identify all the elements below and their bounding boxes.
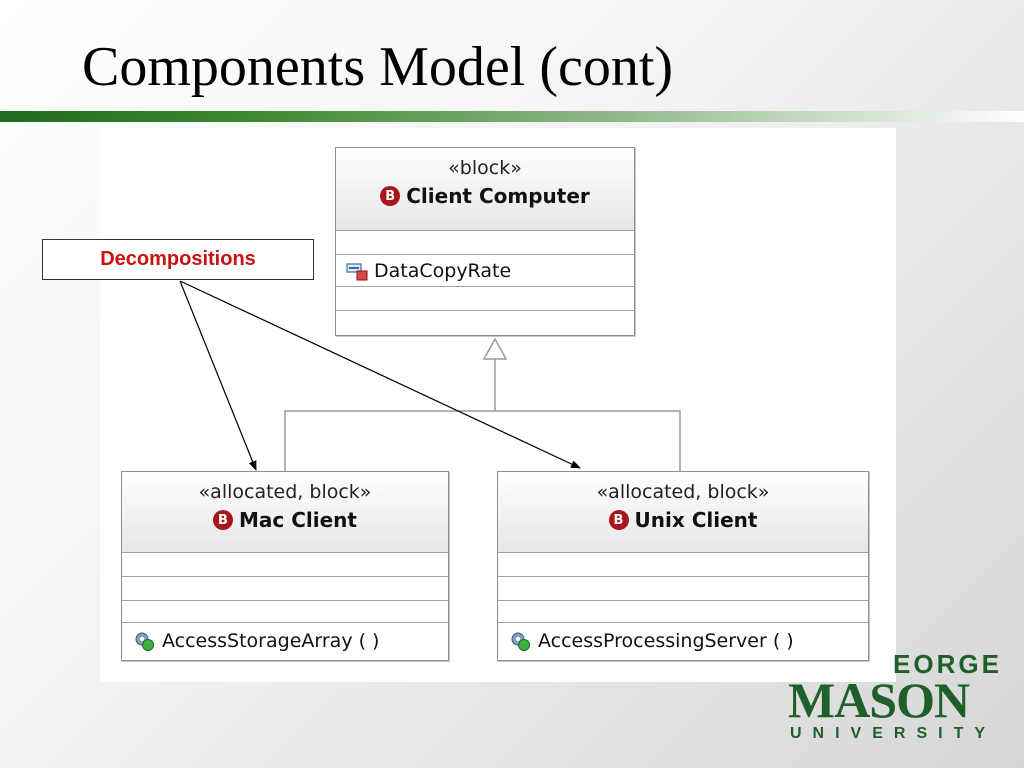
operation-gear-icon	[132, 630, 156, 652]
block-name-row: B Mac Client	[122, 504, 448, 532]
logo-george-text: EORGE	[893, 649, 1002, 679]
block-badge-icon: B	[213, 510, 234, 530]
unix-client-block[interactable]: «allocated, block» B Unix Client AccessP…	[497, 471, 869, 661]
block-compartment	[122, 577, 448, 601]
block-name: Unix Client	[634, 508, 758, 532]
block-badge-icon: B	[380, 186, 401, 206]
block-compartment	[498, 553, 868, 577]
block-stereotype: «block»	[448, 157, 522, 179]
operation-name: AccessProcessingServer ( )	[538, 630, 794, 652]
operation-gear-icon	[508, 630, 532, 652]
block-compartment	[336, 231, 634, 255]
mac-client-block[interactable]: «allocated, block» B Mac Client AccessSt…	[121, 471, 449, 661]
block-compartment	[336, 287, 634, 311]
block-header: «block» B Client Computer	[336, 148, 634, 231]
block-compartment	[498, 577, 868, 601]
block-stereotype: «allocated, block»	[596, 481, 770, 503]
block-compartment	[122, 601, 448, 623]
logo-mason-text: MASON	[788, 672, 970, 728]
client-computer-block[interactable]: «block» B Client Computer DataCopyRate	[335, 147, 635, 336]
block-name: Client Computer	[406, 184, 590, 208]
operation-row[interactable]: AccessStorageArray ( )	[122, 623, 448, 659]
block-name-row: B Unix Client	[498, 504, 868, 532]
operation-name: AccessStorageArray ( )	[162, 630, 380, 652]
slide-title: Components Model (cont)	[82, 36, 674, 98]
callout-label: Decompositions	[100, 248, 256, 270]
property-row[interactable]: DataCopyRate	[336, 255, 634, 287]
block-header: «allocated, block» B Unix Client	[498, 472, 868, 553]
title-rule	[0, 111, 1024, 122]
block-compartment	[122, 553, 448, 577]
property-name: DataCopyRate	[374, 259, 512, 282]
operation-row[interactable]: AccessProcessingServer ( )	[498, 623, 868, 659]
block-header: «allocated, block» B Mac Client	[122, 472, 448, 553]
logo-university-text: UNIVERSITY	[790, 725, 997, 742]
value-property-icon	[346, 261, 368, 281]
block-compartment	[336, 311, 634, 334]
block-name: Mac Client	[239, 508, 357, 532]
block-name-row: B Client Computer	[336, 180, 634, 208]
decompositions-callout: Decompositions	[42, 239, 314, 280]
block-badge-icon: B	[608, 510, 629, 530]
block-compartment	[498, 601, 868, 623]
block-stereotype: «allocated, block»	[198, 481, 372, 503]
